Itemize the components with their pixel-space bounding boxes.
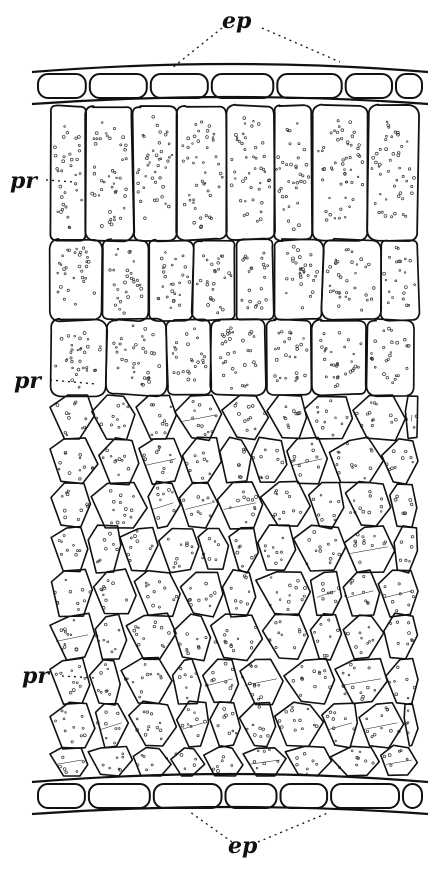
upper-epidermis	[32, 64, 428, 104]
label-palisade-upper: pr	[10, 170, 37, 192]
label-leader-lines	[46, 28, 340, 842]
label-bottom-epidermis: ep	[228, 835, 257, 857]
cell-walls	[50, 105, 420, 776]
lower-epidermis	[32, 774, 428, 814]
label-palisade-middle: pr	[14, 370, 41, 392]
label-spongy-lower: pr	[22, 665, 49, 687]
label-top-epidermis: ep	[222, 10, 251, 32]
